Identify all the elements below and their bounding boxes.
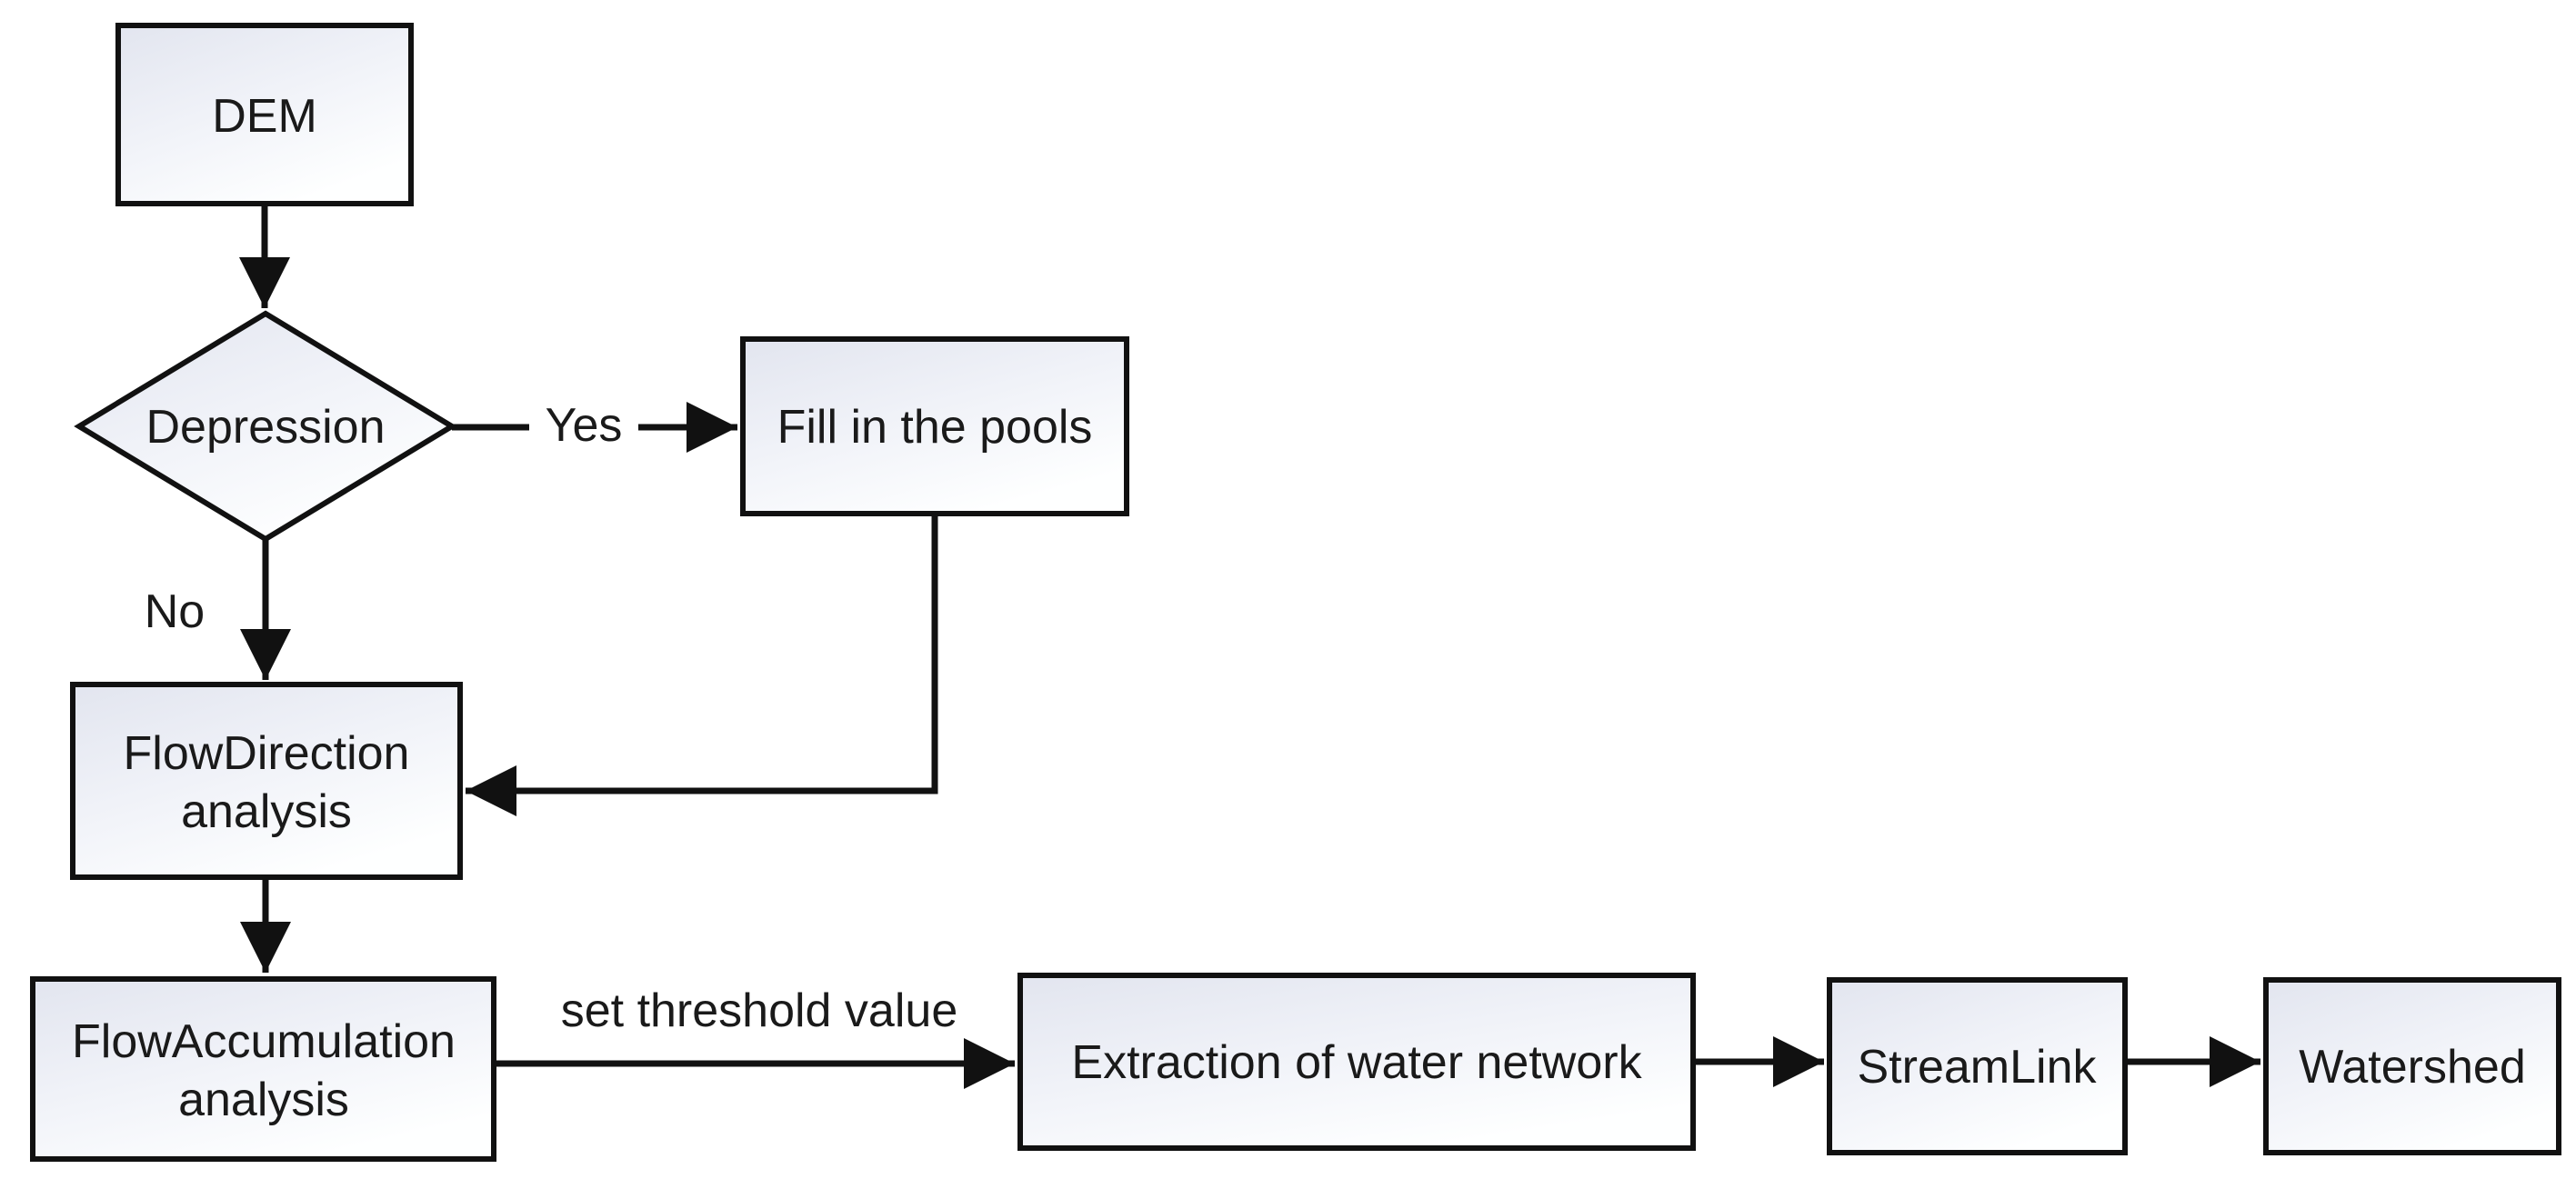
node-dem-box (115, 23, 414, 206)
node-depression: Depression (74, 310, 457, 543)
node-flow-accumulation-box (30, 976, 496, 1162)
node-fill-pools-box (740, 336, 1129, 516)
node-flow-accumulation: FlowAccumulation analysis (30, 976, 496, 1162)
edge-label-yes-mask (529, 396, 638, 456)
node-streamlink: StreamLink (1827, 977, 2128, 1155)
node-fill-pools: Fill in the pools (740, 336, 1129, 516)
node-flow-direction-box (70, 682, 463, 880)
node-flow-accumulation-label-line2: analysis (178, 1074, 349, 1126)
node-depression-label: Depression (145, 401, 385, 454)
node-flow-direction-label-line2: analysis (181, 785, 352, 838)
node-flow-direction: FlowDirection analysis (70, 682, 463, 880)
edge-fillpools-flowdirection (466, 514, 938, 816)
edge-label-yes-group: Yes (529, 396, 638, 456)
node-extraction-label: Extraction of water network (1071, 1036, 1642, 1089)
node-flow-direction-label-line1: FlowDirection (124, 727, 410, 780)
node-depression-diamond (74, 310, 457, 543)
edge-label-yes: Yes (546, 399, 623, 452)
edge-label-threshold: set threshold value (561, 984, 958, 1037)
node-fill-pools-label: Fill in the pools (777, 401, 1093, 454)
node-streamlink-label: StreamLink (1858, 1041, 2098, 1094)
node-watershed: Watershed (2263, 977, 2561, 1155)
node-streamlink-box (1827, 977, 2128, 1155)
node-flow-accumulation-label-line1: FlowAccumulation (72, 1015, 456, 1068)
edge-label-no: No (145, 585, 205, 638)
node-dem-label: DEM (212, 90, 317, 143)
node-watershed-box (2263, 977, 2561, 1155)
node-dem: DEM (115, 23, 414, 206)
node-extraction: Extraction of water network (1017, 973, 1696, 1151)
node-watershed-label: Watershed (2299, 1041, 2526, 1094)
node-extraction-box (1017, 973, 1696, 1151)
